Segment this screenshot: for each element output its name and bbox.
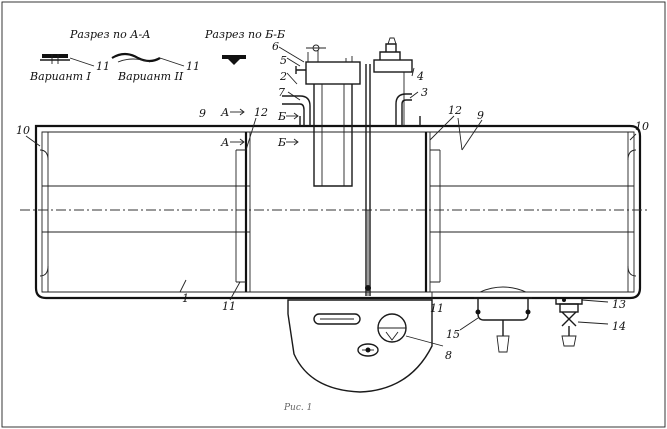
callout-10-right: 10 (635, 120, 649, 133)
marker-b-bottom: Б (277, 136, 286, 149)
vent-fitting-right (373, 37, 413, 126)
callout-12-right: 12 (448, 104, 462, 117)
marker-a-bottom: А (220, 136, 229, 149)
bent-pipe-left (282, 95, 311, 126)
variant-one-label: Вариант I (29, 70, 91, 83)
callout-10-left: 10 (16, 124, 30, 137)
variant-one-detail (40, 54, 70, 64)
callout-7: 7 (278, 86, 285, 99)
marker-a-top: А (220, 106, 229, 119)
callout-8: 8 (445, 349, 452, 362)
callout-3: 3 (421, 86, 428, 99)
callout-14: 14 (612, 320, 626, 333)
drain-valve (555, 298, 583, 347)
callout-2: 2 (279, 70, 287, 83)
callout-11-variant2: 11 (186, 60, 200, 73)
callout-9-right: 9 (477, 109, 484, 122)
tank-cross-section (287, 299, 433, 393)
callout-9-left: 9 (199, 107, 206, 120)
section-bb-detail (222, 55, 246, 65)
callout-11-right: 11 (430, 302, 444, 315)
callout-6: 6 (272, 40, 279, 53)
center-rod (365, 64, 371, 296)
filler-neck-left (295, 44, 361, 187)
section-aa-title: Разрез по А-А (69, 28, 151, 41)
drain-sump (474, 286, 532, 353)
callout-11-left: 11 (222, 300, 236, 313)
leader-lines (25, 46, 637, 347)
callout-12-left: 12 (254, 106, 268, 119)
callout-13: 13 (612, 298, 626, 311)
right-bulkhead (424, 132, 637, 292)
variant-two-label: Вариант II (117, 70, 184, 83)
callout-5: 5 (280, 54, 287, 67)
callout-1: 1 (182, 292, 189, 305)
tank-body (20, 116, 650, 300)
section-bb-title: Разрез по Б-Б (204, 28, 285, 41)
callout-15: 15 (446, 328, 460, 341)
variant-two-detail (111, 52, 161, 63)
marker-b-top: Б (277, 110, 286, 123)
callout-4: 4 (416, 70, 424, 83)
callout-11-variant1: 11 (96, 60, 110, 73)
figure-caption: Рис. 1 (283, 403, 312, 413)
bent-pipe-right (395, 93, 412, 126)
left-bulkhead (39, 132, 251, 292)
